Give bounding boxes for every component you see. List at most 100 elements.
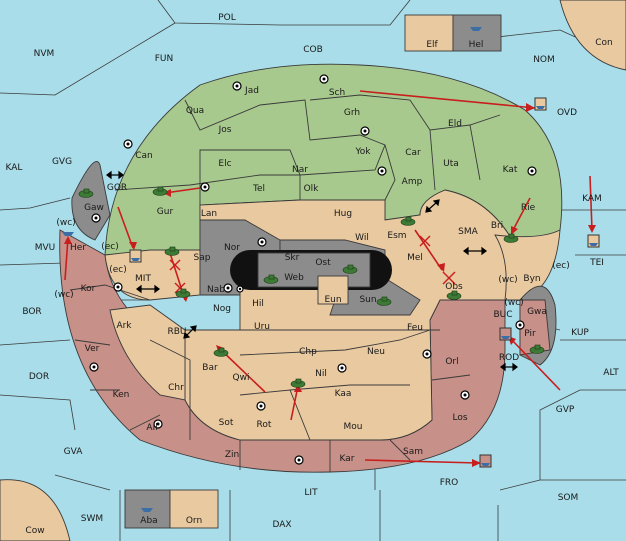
sea-label: KUP — [571, 328, 589, 338]
province-pir[interactable] — [519, 299, 551, 356]
province-label: Tel — [252, 184, 265, 194]
province-label: Eld — [448, 119, 462, 129]
sea-label: FRO — [440, 478, 459, 488]
sea-label: RBU — [167, 327, 186, 337]
fleet-icons — [62, 27, 600, 512]
sea-label: BOR — [22, 307, 41, 317]
province-label: Yok — [354, 147, 371, 157]
province-label: Gaw — [84, 203, 104, 213]
box-label-aba: Aba — [140, 516, 157, 526]
province-label: Ark — [116, 321, 132, 331]
province-label: Ost — [315, 258, 331, 268]
army-icon — [175, 288, 191, 298]
province-label: Grh — [344, 108, 360, 118]
sea-label: MIT — [135, 274, 151, 284]
sea-labels: POL COB NVM FUN NOM KAL GVG MVU BOR DOR … — [6, 13, 620, 530]
province-label: Qwi — [233, 373, 250, 383]
land-hel[interactable] — [452, 14, 502, 52]
sea-label: GVG — [52, 157, 72, 167]
sea-label: GOR — [107, 183, 127, 193]
province-label: Byn — [523, 274, 540, 284]
province-label: Feu — [407, 323, 423, 333]
province-label: Jos — [218, 125, 232, 135]
sea-label: OVD — [557, 108, 577, 118]
province-label: Mou — [344, 422, 363, 432]
coast-tag: (wc) — [56, 218, 75, 228]
province-byn-area — [494, 229, 561, 301]
sea-label: DAX — [272, 520, 291, 530]
land-label-con: Con — [595, 38, 613, 48]
province-label: Amp — [402, 177, 423, 187]
fleet-icon — [587, 234, 600, 248]
province-label: Eun — [324, 295, 341, 305]
army-icon — [503, 233, 519, 243]
sea-label: POL — [218, 13, 236, 23]
land-elf[interactable] — [404, 14, 454, 52]
province-label: Sun — [359, 295, 376, 305]
province-label: Elc — [218, 159, 231, 169]
rose-province-labels: Gaw Her Kor Nab Nog Ver Bar Qwi Nil Ken … — [70, 203, 536, 464]
province-label: Los — [452, 413, 467, 423]
coast-tag: (ec) — [109, 265, 127, 275]
province-label: Nab — [207, 285, 225, 295]
army-icon — [290, 378, 306, 388]
sea-label: NVM — [34, 49, 55, 59]
sea-label: TEI — [589, 258, 604, 268]
province-label: Rie — [521, 203, 536, 213]
province-label: Hug — [334, 209, 352, 219]
province-label: Kaa — [335, 389, 352, 399]
province-label: Pir — [524, 329, 536, 339]
sea-label: GVA — [64, 447, 84, 457]
province-label: Car — [405, 148, 421, 158]
fleet-icon — [141, 508, 153, 512]
province-label: Can — [135, 151, 153, 161]
box-label-orn: Orn — [186, 516, 202, 526]
army-icon — [529, 344, 545, 354]
green-province-labels: Jad Sch Qua Jos Grh Eld Can Elc Nar Yok … — [135, 86, 535, 241]
province-label: Hil — [252, 299, 264, 309]
province-ark-area — [109, 304, 186, 401]
province-label: Ail — [146, 423, 157, 433]
province-label: Nil — [315, 369, 327, 379]
province-label: Web — [284, 273, 304, 283]
fleet-icon — [62, 232, 74, 236]
fleet-icon — [479, 454, 492, 468]
adjacency-markers — [106, 170, 518, 372]
order-arrows — [64, 90, 596, 467]
province-label: Ver — [85, 344, 100, 354]
province-gaw-coast — [71, 160, 111, 241]
sea-label: KAM — [582, 194, 602, 204]
province-label: Orl — [445, 357, 458, 367]
sea-label: COB — [303, 45, 323, 55]
province-label: Kor — [81, 284, 96, 294]
province-label: Skr — [285, 253, 300, 263]
army-icon — [263, 274, 279, 284]
grey-province-labels: Nor Skr Ost Web Eun Sun — [224, 243, 377, 305]
fleet-icon — [499, 327, 512, 341]
sea-label: NOM — [533, 55, 555, 65]
sea-label: SMA — [458, 227, 478, 237]
province-label: Chr — [168, 383, 184, 393]
army-icon — [78, 188, 94, 198]
army-icons — [78, 186, 545, 388]
province-label: Zin — [225, 450, 239, 460]
sea-label: LIT — [304, 488, 318, 498]
province-label: Chp — [299, 347, 317, 357]
land-orn[interactable] — [169, 489, 219, 529]
fleet-icon — [129, 249, 142, 263]
province-label: Olk — [304, 184, 320, 194]
tan-province-labels: Wil Sap Mel Hil Uru Feu Chp Neu Ark Orl … — [116, 233, 546, 432]
army-icon — [213, 347, 229, 357]
sea-label: DOR — [29, 372, 49, 382]
province-label: Wil — [355, 233, 369, 243]
army-icon — [446, 290, 462, 300]
army-icon — [164, 246, 180, 256]
province-label: Her — [70, 243, 86, 253]
fleet-icon — [534, 97, 547, 111]
box-label-elf: Elf — [426, 40, 438, 50]
province-eun[interactable] — [317, 275, 349, 305]
province-label: Sch — [329, 88, 345, 98]
province-label: Uta — [443, 159, 459, 169]
province-label: Qua — [186, 106, 204, 116]
army-icon — [342, 264, 358, 274]
